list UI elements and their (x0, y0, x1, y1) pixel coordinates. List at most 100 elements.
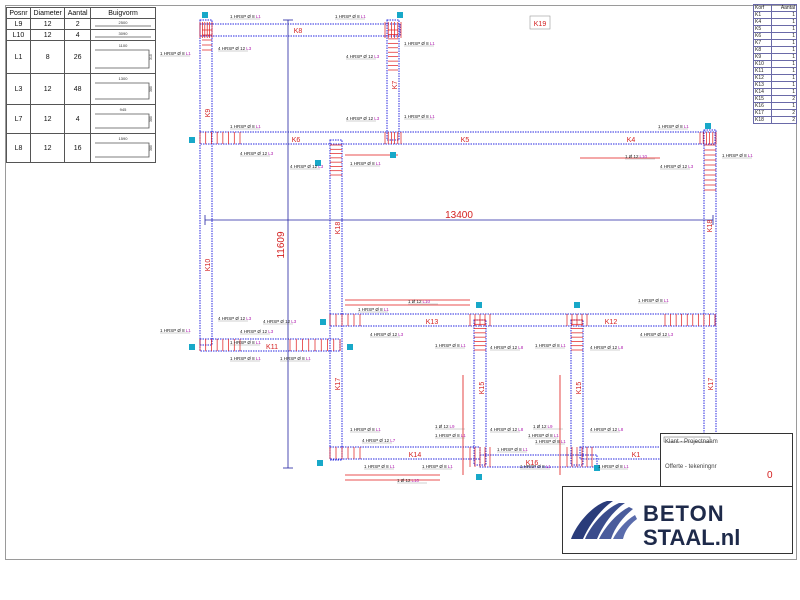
annotation-spec: 4 HRSP Ø 12 (218, 316, 246, 321)
annotation-spec: 1 HRSP Ø 8 (535, 439, 560, 444)
bend-dim-length: 1300 (119, 76, 129, 81)
rebar-annotation: 4 HRSP Ø 12L3 (290, 164, 324, 169)
schedule-cell-diameter: 12 (29, 73, 66, 105)
annotation-position: L1 (624, 464, 630, 469)
rebar-annotation: 1 HRSP Ø 8L1 (350, 161, 381, 166)
annotation-position: L10 (640, 154, 648, 159)
annotation-spec: 1 Ø 12 (408, 299, 422, 304)
annotation-position: L1 (430, 41, 436, 46)
support-marker (189, 344, 195, 350)
rebar-annotation: 1 HRSP Ø 8L1 (230, 14, 261, 19)
bend-shape-sketch: 2500 (95, 20, 151, 27)
annotation-position: L1 (376, 427, 382, 432)
support-marker (476, 474, 482, 480)
annotation-position: L1 (561, 343, 567, 348)
annotation-spec: 1 HRSP Ø 8 (722, 153, 747, 158)
dimension-width-value: 13400 (445, 210, 473, 221)
annotation-position: L3 (688, 164, 694, 169)
logo-swoosh-icon (571, 501, 637, 539)
rebar-annotation: 4 HRSP Ø 12L3 (370, 332, 404, 337)
support-marker (202, 12, 208, 18)
annotation-position: L10 (423, 299, 431, 304)
title-info-box: Klant - Projectnaam Offerte - tekeningnr… (660, 433, 793, 487)
rebar-annotation: 4 HRSP Ø 12L8 (590, 427, 624, 432)
rebar-annotation: 1 HRSP Ø 8L1 (638, 298, 669, 303)
rebar-annotation: 1 HRSP Ø 8L1 (422, 464, 453, 469)
annotation-position: L1 (748, 153, 754, 158)
annotation-spec: 1 HRSP Ø 8 (335, 14, 360, 19)
annotation-position: L1 (664, 298, 670, 303)
schedule-cell-aantal: 48 (64, 73, 91, 105)
k19-frame (529, 15, 551, 30)
beam-label: K4 (627, 137, 636, 144)
beam-label: K6 (292, 137, 301, 144)
beam-label: K8 (294, 28, 303, 35)
bend-dim-leg: 380 (149, 116, 153, 122)
rebar-annotation: 4 HRSP Ø 12L7 (362, 438, 396, 443)
annotation-spec: 1 HRSP Ø 8 (658, 124, 683, 129)
annotation-spec: 1 HRSP Ø 8 (497, 447, 522, 452)
beam-label: K9 (205, 109, 212, 118)
info-project-name: Klant - Projectnaam (665, 439, 718, 445)
bend-dim-length: 1590 (119, 136, 129, 141)
rebar-annotation: 1 Ø 12L10 (408, 299, 431, 304)
annotation-position: L1 (561, 439, 567, 444)
rebar-annotation: 1 HRSP Ø 8L1 (160, 328, 191, 333)
bend-bar-line (95, 82, 150, 100)
bend-dim-leg: 310 (149, 54, 153, 60)
annotation-position: L1 (390, 464, 396, 469)
rebar-annotation: 1 HRSP Ø 8L1 (230, 356, 261, 361)
annotation-spec: 1 HRSP Ø 8 (280, 356, 305, 361)
annotation-spec: 1 HRSP Ø 8 (435, 343, 460, 348)
rebar-annotation: 1 HRSP Ø 8L1 (404, 41, 435, 46)
beam-outline (329, 446, 481, 460)
rebar-annotation: 4 HRSP Ø 12L8 (490, 345, 524, 350)
annotation-spec: 4 HRSP Ø 12 (218, 46, 246, 51)
annotation-position: L1 (430, 114, 436, 119)
annotation-position: L8 (618, 345, 624, 350)
rebar-annotation: 1 HRSP Ø 8L1 (722, 153, 753, 158)
beam-label: K14 (409, 452, 422, 459)
beam-label: K1 (632, 452, 641, 459)
annotation-position: L1 (523, 447, 529, 452)
bend-shape-sketch: 3090 (95, 31, 151, 38)
rebar-annotation: 1 HRSP Ø 8L1 (280, 356, 311, 361)
support-marker (347, 344, 353, 350)
rebar-annotation: 1 HRSP Ø 8L1 (658, 124, 689, 129)
annotation-position: L1 (186, 51, 192, 56)
annotation-spec: 1 Ø 12 (435, 424, 449, 429)
annotation-position: L1 (384, 307, 390, 312)
support-marker (705, 123, 711, 129)
bend-dim-length: 2500 (119, 20, 129, 25)
annotation-position: L8 (518, 345, 524, 350)
annotation-spec: 4 HRSP Ø 12 (370, 332, 398, 337)
annotation-spec: 4 HRSP Ø 12 (660, 164, 688, 169)
beam-label: K13 (426, 319, 439, 326)
rebar-annotation: 1 HRSP Ø 8L1 (535, 343, 566, 348)
rebar-annotation: 4 HRSP Ø 12L3 (218, 316, 252, 321)
schedule-cell-diameter: 12 (29, 133, 66, 163)
logo-text-beton: BETON (643, 501, 725, 526)
annotation-position: L1 (546, 464, 552, 469)
annotation-position: L3 (318, 164, 324, 169)
bend-bar-line (95, 142, 150, 158)
annotation-position: L3 (246, 46, 252, 51)
annotation-spec: 1 HRSP Ø 8 (350, 427, 375, 432)
rebar-annotation: 4 HRSP Ø 12L8 (490, 427, 524, 432)
annotation-position: L1 (306, 356, 312, 361)
rebar-annotation: 1 HRSP Ø 8L1 (364, 464, 395, 469)
annotation-position: L3 (374, 116, 380, 121)
beam-label: K5 (461, 137, 470, 144)
beam-label: K18 (335, 222, 342, 235)
beam-label: K15 (479, 382, 486, 395)
rebar-annotation: 4 HRSP Ø 12L3 (240, 329, 274, 334)
rebar-annotation: 4 HRSP Ø 12L3 (263, 319, 297, 324)
rebar-annotation: 1 HRSP Ø 8L1 (160, 51, 191, 56)
annotation-spec: 4 HRSP Ø 12 (263, 319, 291, 324)
